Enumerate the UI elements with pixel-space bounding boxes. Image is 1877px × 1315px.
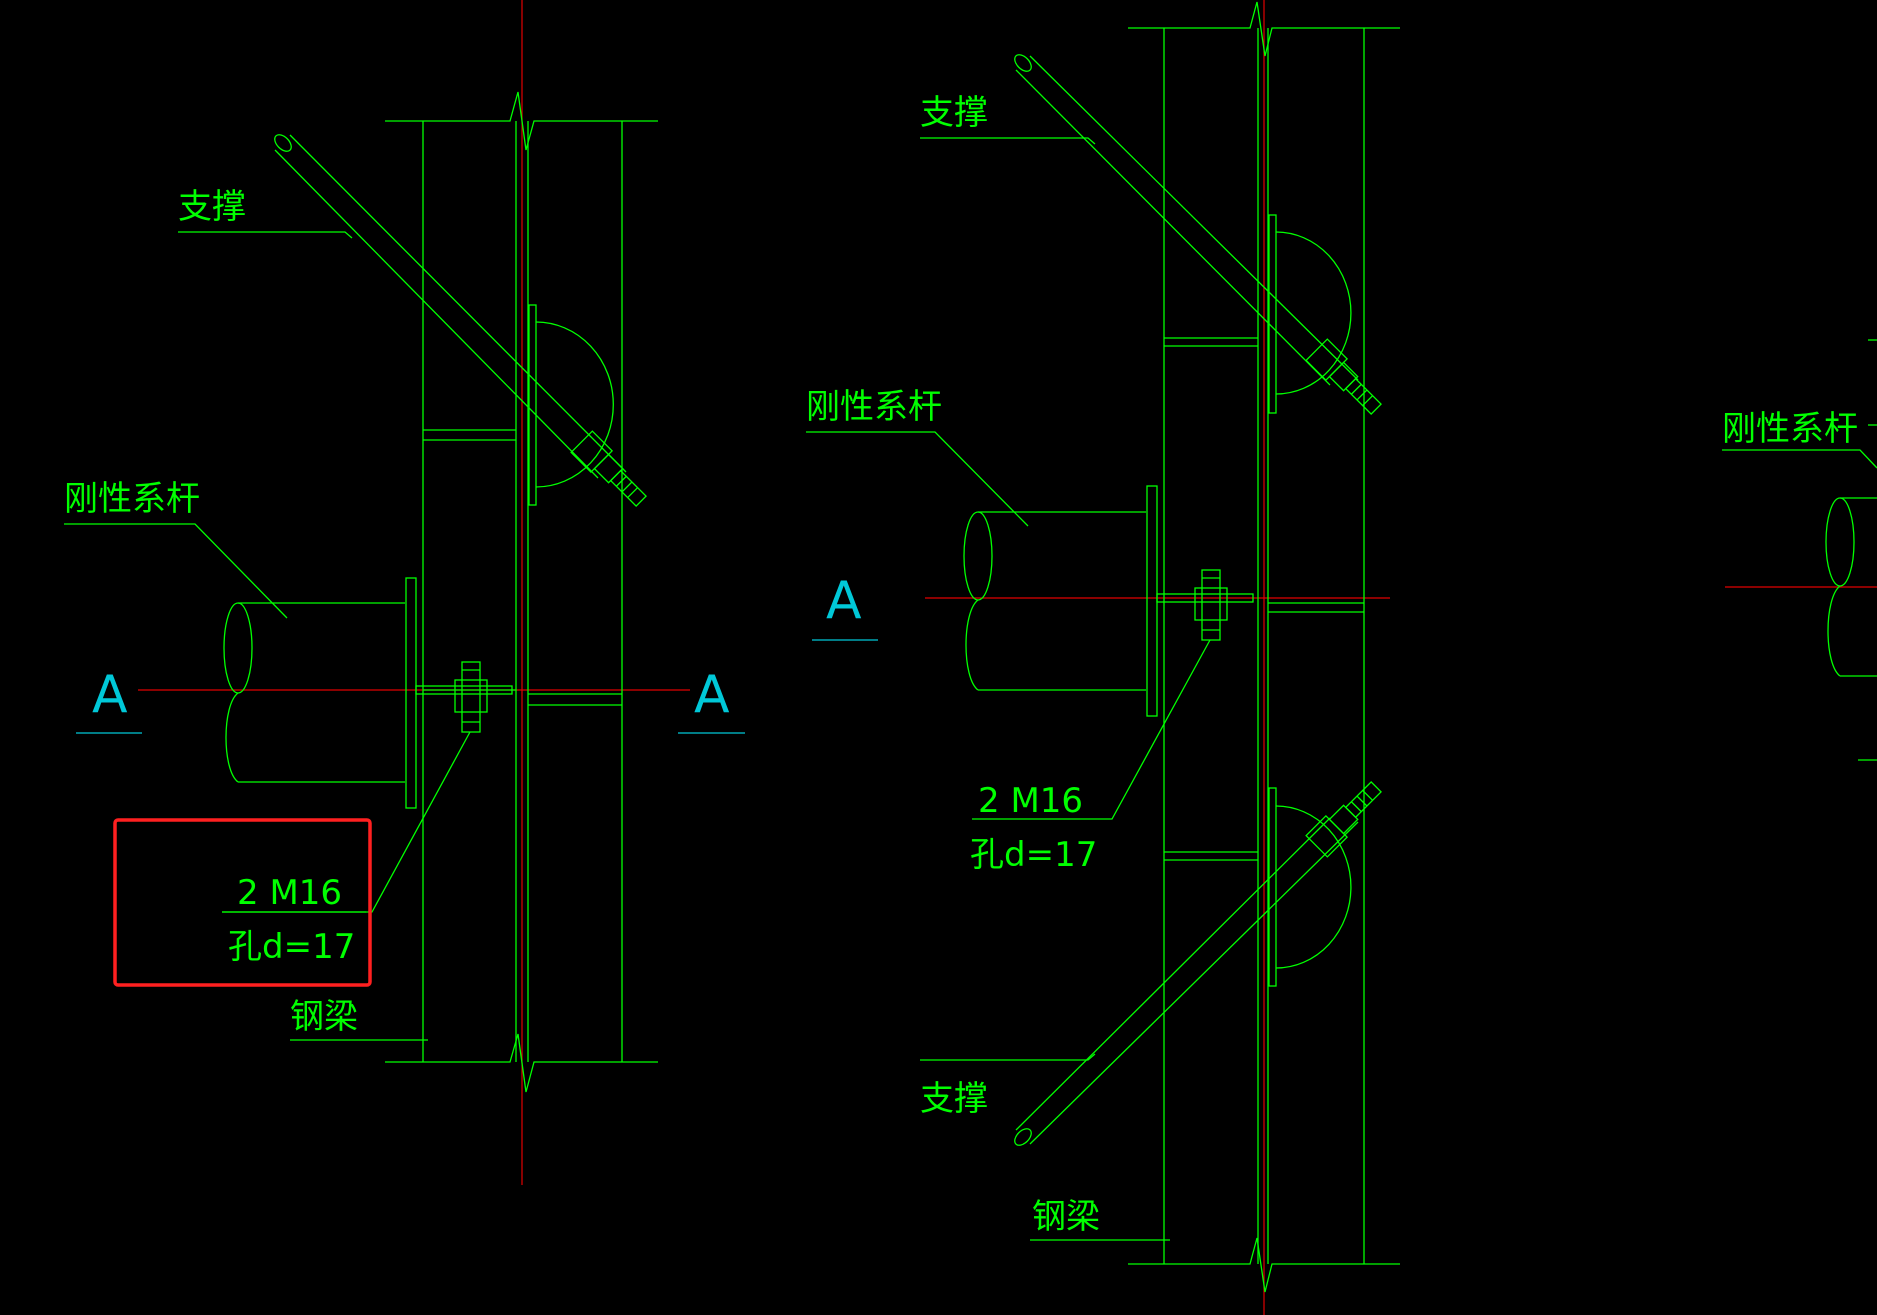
detail-1-gusset-plate [528, 304, 537, 506]
detail-1-top-flange [385, 91, 658, 151]
detail-2-brace-top-label: 支撑 [920, 93, 988, 133]
detail-1-hole-spec: 孔d=17 [228, 927, 355, 967]
detail-3-tie-leader [1722, 449, 1877, 469]
detail-3-tie-label: 刚性系杆 [1722, 409, 1858, 449]
detail-2-gusset-bottom [1268, 787, 1277, 987]
detail-2-top-flange [1128, 1, 1400, 57]
detail-2-tie-end-lower [965, 599, 979, 691]
detail-1-brace-end [274, 134, 292, 152]
detail-3-tie-end-upper [1825, 497, 1855, 587]
detail-3-tie-end-lower [1827, 585, 1841, 677]
detail-2-connection-plate [1156, 593, 1254, 603]
detail-3: 刚性系杆 [1722, 339, 1877, 761]
detail-1-brace-bolt [570, 430, 647, 507]
detail-2-tie-label: 刚性系杆 [806, 387, 942, 427]
detail-2-bottom-flange [1128, 1237, 1400, 1293]
detail-1-tie-leader [64, 523, 288, 619]
detail-2-beam-label: 钢梁 [1032, 1197, 1100, 1237]
detail-1-tie-end-upper [223, 602, 253, 694]
detail-1-connection-plate [415, 685, 513, 695]
detail-1-brace-leader [178, 231, 353, 239]
detail-2-end-plate [1146, 485, 1158, 717]
detail-1: 支撑 刚性系杆 钢梁 2 M16 孔d=17 A A [64, 0, 745, 1185]
detail-2-tie-bolt-shank [1201, 569, 1221, 641]
detail-1-brace-label: 支撑 [178, 187, 246, 227]
detail-2-hole-spec: 孔d=17 [970, 835, 1097, 875]
detail-2-bolt-spec: 2 M16 [978, 781, 1083, 821]
detail-1-brace-lower [289, 134, 627, 473]
detail-2-brace-top-bolt [1305, 338, 1382, 415]
detail-1-beam-label: 钢梁 [290, 997, 358, 1037]
detail-1-tie-bolt-nut [454, 679, 488, 713]
detail-2-tie-bolt-nut [1194, 587, 1228, 621]
detail-1-bottom-flange [385, 1033, 658, 1093]
detail-2-brace-top-end [1014, 54, 1032, 72]
detail-2-brace-top-upper [1015, 69, 1331, 386]
detail-1-brace-upper [274, 149, 599, 479]
detail-1-tie-end-lower [225, 692, 239, 783]
detail-2-gusset-bottom-arc [1275, 805, 1352, 969]
detail-1-gusset-arc [535, 321, 614, 488]
detail-2-section-mark: A [826, 571, 862, 631]
detail-1-section-mark-left: A [92, 665, 128, 725]
detail-1-end-plate [405, 577, 417, 809]
detail-2-tie-end-upper [963, 511, 993, 601]
detail-2-brace-bottom-end [1014, 1128, 1032, 1146]
detail-2-brace-bottom-lower [1029, 821, 1359, 1145]
detail-2-brace-bottom-bolt [1305, 781, 1382, 858]
detail-2-brace-top-leader [920, 137, 1096, 145]
detail-2-gusset-top [1268, 214, 1277, 414]
detail-2-brace-bottom-label: 支撑 [920, 1079, 988, 1119]
detail-2-brace-top-lower [1029, 55, 1359, 381]
detail-1-section-mark-right: A [694, 665, 730, 725]
detail-2-bolt-leader [972, 639, 1211, 820]
detail-2-tie-leader [806, 431, 1029, 527]
detail-2-gusset-top-arc [1275, 231, 1352, 395]
detail-1-bolt-spec: 2 M16 [237, 873, 342, 913]
detail-2-brace-bottom-upper [1015, 817, 1331, 1131]
highlight-box [113, 818, 372, 987]
detail-2-brace-bottom-leader [920, 1053, 1096, 1061]
detail-2: 支撑 支撑 刚性系杆 钢梁 2 M16 孔d=17 A [806, 0, 1400, 1315]
detail-1-tie-label: 刚性系杆 [64, 479, 200, 519]
detail-1-tie-bolt-shank [461, 661, 481, 733]
